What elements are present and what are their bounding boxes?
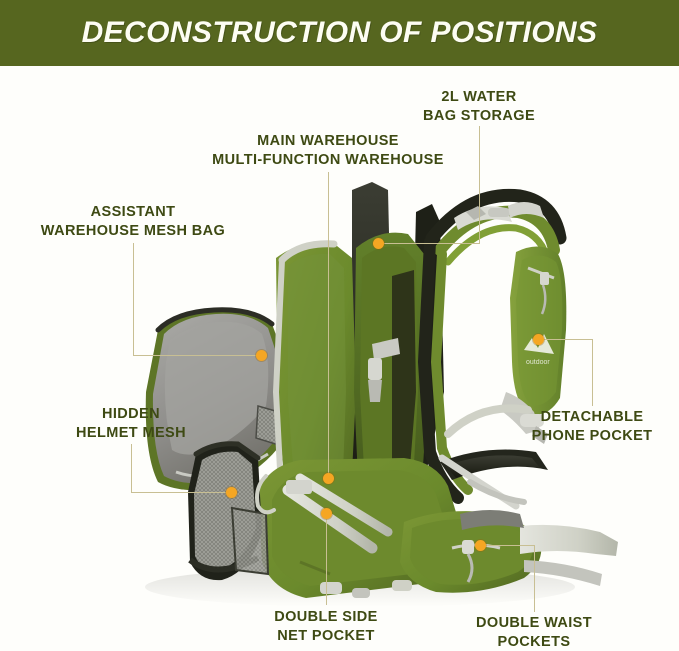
leader-line-phone-horizontal [543, 339, 593, 340]
callout-water-bag-storage: 2L WATER BAG STORAGE [399, 88, 559, 126]
leader-line-assistant-horizontal [133, 355, 260, 356]
leader-line-water-bag-horizontal [382, 243, 480, 244]
marker-dot-water-bag[interactable] [373, 238, 384, 249]
callout-water-bag-line2: BAG STORAGE [422, 108, 536, 125]
leader-line-waist-vertical [534, 545, 535, 612]
callout-waist-line2: POCKETS [497, 634, 571, 651]
callout-main-warehouse-line1: MAIN WAREHOUSE [257, 133, 399, 149]
callout-net-pocket-line2: NET POCKET [277, 628, 375, 645]
product-illustration: outdoor [145, 182, 618, 607]
leader-line-assistant-vertical [133, 243, 134, 356]
leader-line-water-bag-vertical [479, 126, 480, 244]
marker-dot-waist-pocket[interactable] [475, 540, 486, 551]
leader-line-waist-horizontal [485, 545, 534, 546]
callout-helmet-line1: HIDDEN [102, 406, 160, 422]
callout-assistant-warehouse-mesh-bag: ASSISTANT WAREHOUSE MESH BAG [13, 203, 253, 241]
marker-dot-main-warehouse[interactable] [323, 473, 334, 484]
marker-dot-helmet-mesh[interactable] [226, 487, 237, 498]
callout-double-waist-pockets: DOUBLE WAIST POCKETS [454, 614, 614, 651]
leader-line-helmet-vertical [131, 444, 132, 493]
callout-helmet-line2: HELMET MESH [76, 425, 186, 442]
marker-dot-phone-pocket[interactable] [533, 334, 544, 345]
brand-logo-text: outdoor [526, 359, 550, 366]
marker-dot-assistant[interactable] [256, 350, 267, 361]
leader-line-main-warehouse-vertical [328, 172, 329, 478]
callout-phone-line2: PHONE POCKET [531, 428, 653, 445]
leader-line-net-pocket-vertical [326, 518, 327, 605]
page-title: DECONSTRUCTION OF POSITIONS [81, 16, 598, 49]
marker-dot-net-pocket[interactable] [321, 508, 332, 519]
callout-assistant-line1: ASSISTANT [90, 204, 176, 220]
leader-line-phone-vertical [592, 339, 593, 406]
header-banner: DECONSTRUCTION OF POSITIONS [0, 0, 679, 66]
callout-phone-line1: DETACHABLE [540, 409, 644, 425]
callout-net-pocket-line1: DOUBLE SIDE [274, 609, 378, 625]
callout-water-bag-line1: 2L WATER [441, 89, 517, 105]
callout-double-side-net-pocket: DOUBLE SIDE NET POCKET [246, 608, 406, 646]
callout-main-warehouse: MAIN WAREHOUSE MULTI-FUNCTION WAREHOUSE [168, 132, 488, 170]
callout-assistant-line2: WAREHOUSE MESH BAG [40, 223, 226, 240]
callout-waist-line1: DOUBLE WAIST [476, 615, 592, 631]
callout-main-warehouse-line2: MULTI-FUNCTION WAREHOUSE [212, 152, 444, 169]
callout-detachable-phone-pocket: DETACHABLE PHONE POCKET [512, 408, 672, 446]
leader-line-helmet-horizontal [131, 492, 231, 493]
callout-hidden-helmet-mesh: HIDDEN HELMET MESH [51, 405, 211, 443]
